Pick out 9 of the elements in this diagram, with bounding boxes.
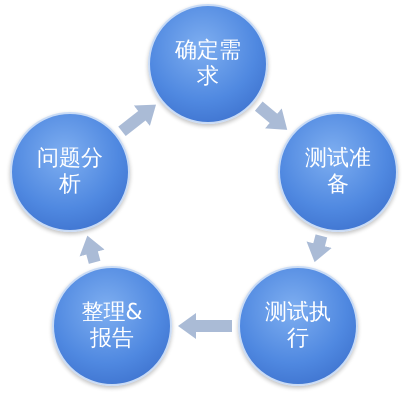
step-label: 测试准备 [304,146,372,198]
arrow [80,236,105,264]
arrow [306,234,332,262]
step-label: 确定需求 [174,38,242,90]
arrow [254,102,288,130]
step-label: 整理&报告 [80,300,144,352]
step-label: 测试执行 [264,300,332,352]
step-label: 问题分析 [36,146,104,198]
arrow [178,313,232,339]
